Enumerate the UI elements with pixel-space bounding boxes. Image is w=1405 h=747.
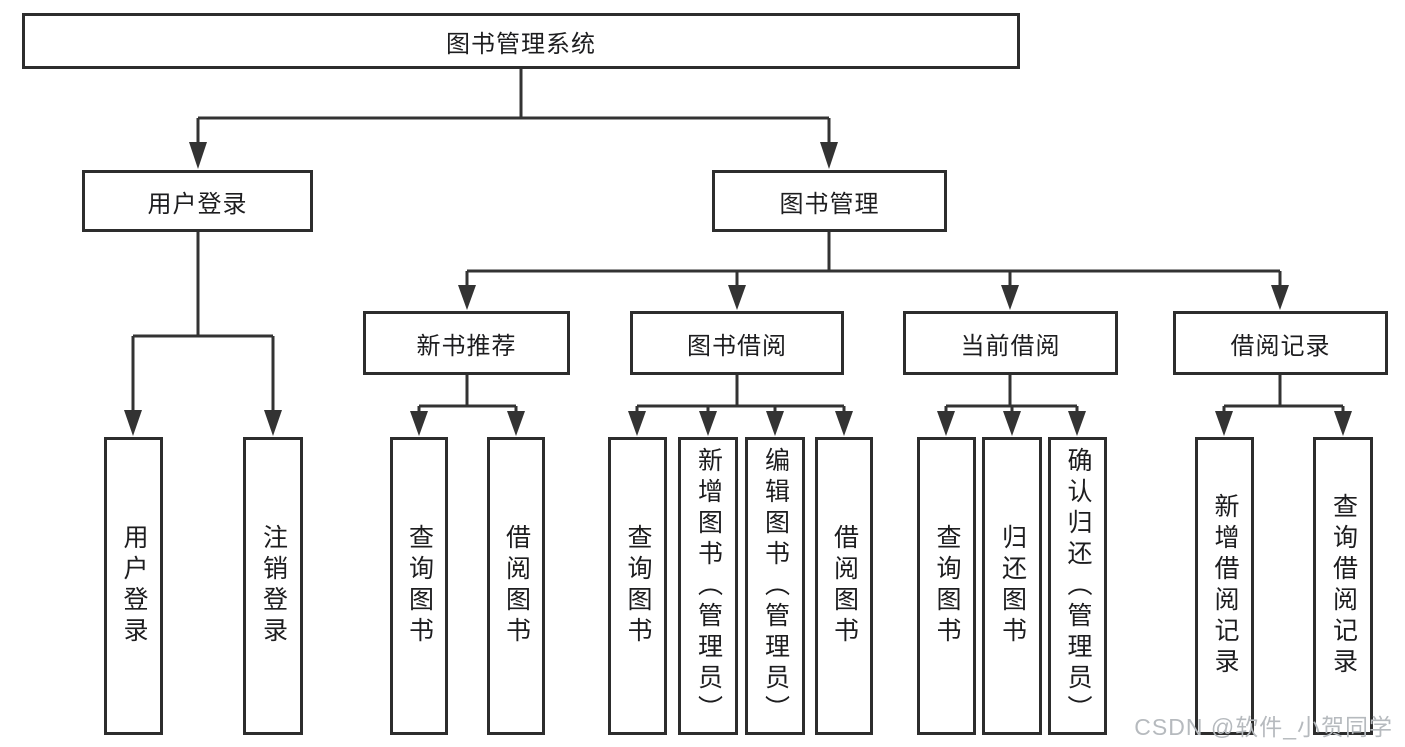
leaf-query-books-borrow-label: 查询图书 bbox=[624, 524, 652, 648]
node-current-borrow: 当前借阅 bbox=[903, 311, 1118, 375]
leaf-edit-book-admin-label: 编辑图书（管理员） bbox=[761, 446, 790, 726]
arrow-down-icon bbox=[124, 410, 142, 436]
arrow-down-icon bbox=[820, 142, 838, 169]
arrow-down-icon bbox=[1271, 285, 1289, 310]
leaf-add-borrow-record-label: 新增借阅记录 bbox=[1211, 493, 1239, 679]
leaf-user-login-label: 用户登录 bbox=[120, 524, 148, 648]
leaf-add-book-admin-label: 新增图书（管理员） bbox=[694, 446, 723, 726]
leaf-query-borrow-record: 查询借阅记录 bbox=[1313, 437, 1373, 735]
arrow-down-icon bbox=[937, 411, 955, 436]
leaf-logout: 注销登录 bbox=[243, 437, 303, 735]
arrow-down-icon bbox=[1001, 285, 1019, 310]
arrow-down-icon bbox=[699, 411, 717, 436]
leaf-user-login: 用户登录 bbox=[104, 437, 163, 735]
leaf-query-books-current-label: 查询图书 bbox=[933, 524, 961, 648]
node-book-management-label: 图书管理 bbox=[779, 190, 880, 218]
node-current-borrow-label: 当前借阅 bbox=[960, 332, 1061, 360]
node-borrow-records: 借阅记录 bbox=[1173, 311, 1388, 375]
leaf-query-books-recommend-label: 查询图书 bbox=[405, 524, 434, 648]
arrow-down-icon bbox=[410, 411, 428, 436]
arrow-down-icon bbox=[264, 410, 282, 436]
arrow-down-icon bbox=[1334, 411, 1352, 436]
leaf-query-books-borrow: 查询图书 bbox=[608, 437, 667, 735]
leaf-borrow-books-label: 借阅图书 bbox=[830, 524, 859, 648]
leaf-borrow-books-recommend-label: 借阅图书 bbox=[502, 524, 531, 648]
node-new-book-recommend-label: 新书推荐 bbox=[416, 332, 517, 360]
leaf-borrow-books: 借阅图书 bbox=[815, 437, 873, 735]
leaf-query-books-current: 查询图书 bbox=[917, 437, 976, 735]
leaf-add-book-admin: 新增图书（管理员） bbox=[678, 437, 738, 735]
node-book-borrow: 图书借阅 bbox=[630, 311, 844, 375]
leaf-edit-book-admin: 编辑图书（管理员） bbox=[745, 437, 805, 735]
leaf-borrow-books-recommend: 借阅图书 bbox=[487, 437, 545, 735]
arrow-down-icon bbox=[728, 285, 746, 310]
node-borrow-records-label: 借阅记录 bbox=[1230, 332, 1331, 360]
arrow-down-icon bbox=[1003, 411, 1021, 436]
arrow-down-icon bbox=[1215, 411, 1233, 436]
leaf-return-book: 归还图书 bbox=[982, 437, 1042, 735]
node-new-book-recommend: 新书推荐 bbox=[363, 311, 570, 375]
watermark-text: CSDN @软件_小贺同学 bbox=[1134, 714, 1393, 740]
node-user-login: 用户登录 bbox=[82, 170, 313, 232]
leaf-query-books-recommend: 查询图书 bbox=[390, 437, 448, 735]
arrow-down-icon bbox=[766, 411, 784, 436]
leaf-logout-label: 注销登录 bbox=[259, 524, 288, 648]
node-library-system: 图书管理系统 bbox=[22, 13, 1020, 69]
arrow-down-icon bbox=[835, 411, 853, 436]
arrow-down-icon bbox=[507, 411, 525, 436]
arrow-down-icon bbox=[458, 285, 476, 310]
leaf-confirm-return-admin: 确认归还（管理员） bbox=[1048, 437, 1107, 735]
leaf-return-book-label: 归还图书 bbox=[998, 524, 1027, 648]
leaf-query-borrow-record-label: 查询借阅记录 bbox=[1329, 493, 1358, 679]
arrow-down-icon bbox=[1068, 411, 1086, 436]
leaf-confirm-return-admin-label: 确认归还（管理员） bbox=[1064, 446, 1092, 726]
arrow-down-icon bbox=[189, 142, 207, 169]
arrow-down-icon bbox=[628, 411, 646, 436]
leaf-add-borrow-record: 新增借阅记录 bbox=[1195, 437, 1254, 735]
node-book-borrow-label: 图书借阅 bbox=[687, 332, 787, 360]
node-library-system-label: 图书管理系统 bbox=[446, 30, 596, 58]
node-user-login-label: 用户登录 bbox=[147, 190, 248, 218]
node-book-management: 图书管理 bbox=[712, 170, 947, 232]
